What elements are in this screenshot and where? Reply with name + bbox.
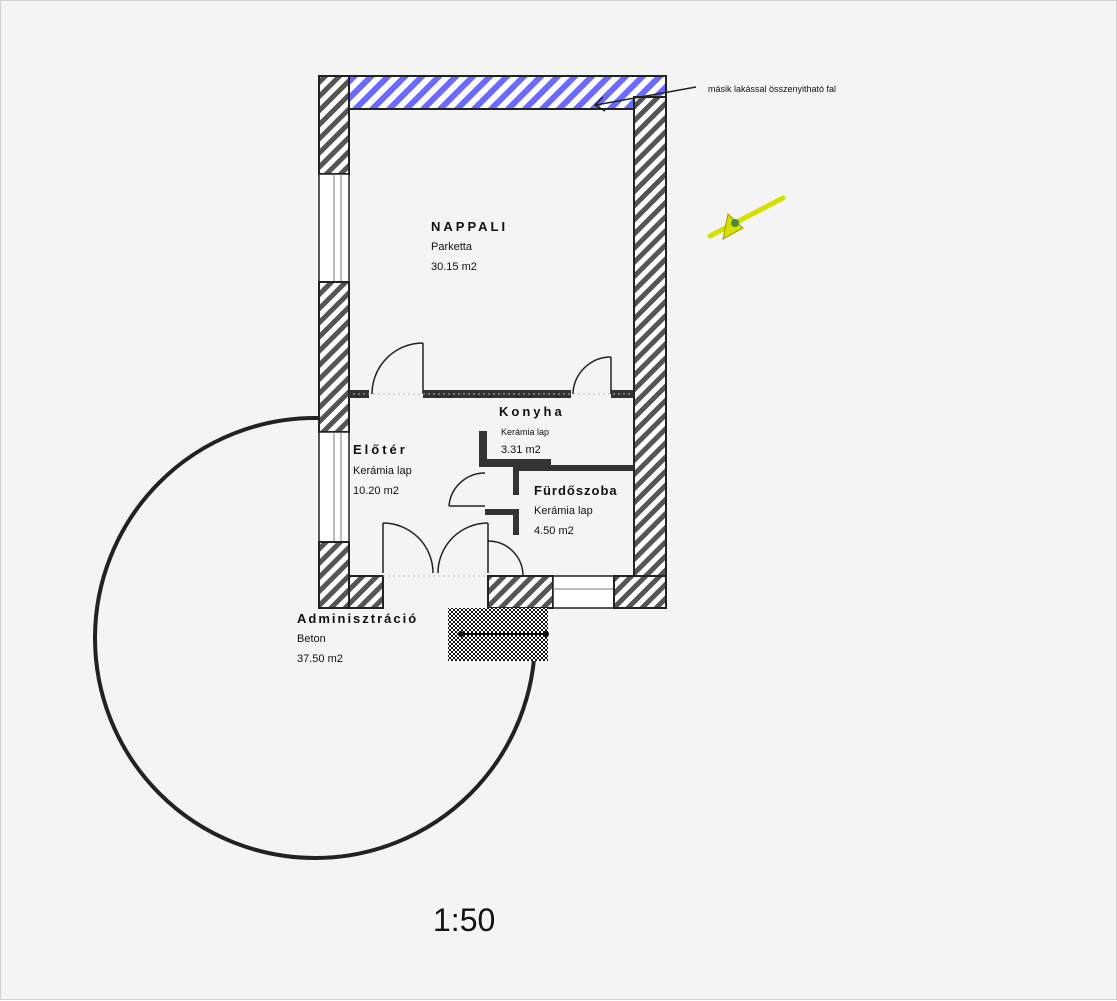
room-eloter: Előtér Kerámia lap 10.20 m2 xyxy=(353,442,412,497)
connectable-partition-wall xyxy=(318,75,667,110)
room-nappali: NAPPALI Parketta 30.15 m2 xyxy=(431,219,508,273)
door-entrance-double xyxy=(382,522,489,574)
room-area: 3.31 m2 xyxy=(501,444,541,456)
bottom-wall-right xyxy=(613,575,667,609)
door-bathroom xyxy=(448,472,486,507)
room-name: Fürdőszoba xyxy=(534,483,618,498)
left-wall-mid xyxy=(318,281,350,433)
annotation-arrow xyxy=(593,86,697,112)
room-floor: Parketta xyxy=(431,241,473,253)
bottom-wall-middle xyxy=(487,575,554,609)
room-name: NAPPALI xyxy=(431,219,508,234)
scale-label: 1:50 xyxy=(433,902,495,938)
room-floor: Kerámia lap xyxy=(501,427,549,437)
room-area: 30.15 m2 xyxy=(431,261,477,273)
room-furdoszoba: Fürdőszoba Kerámia lap 4.50 m2 xyxy=(534,483,618,537)
left-wall-bottom xyxy=(318,541,350,609)
door-bottom-right xyxy=(487,540,553,577)
door-nappali-right xyxy=(572,356,612,395)
annotation-text: másik lakással összenyitható fal xyxy=(708,84,836,94)
room-area: 10.20 m2 xyxy=(353,485,399,497)
room-area: 37.50 m2 xyxy=(297,653,343,665)
room-floor: Beton xyxy=(297,633,326,645)
room-area: 4.50 m2 xyxy=(534,525,574,537)
left-wall-top xyxy=(318,75,350,175)
room-name: Előtér xyxy=(353,442,408,457)
bottom-wall-left xyxy=(348,575,384,609)
bathroom-wall xyxy=(513,465,634,471)
room-adminisztracio: Adminisztráció Beton 37.50 m2 xyxy=(297,611,418,665)
room-konyha: Konyha Kerámia lap 3.31 m2 xyxy=(499,404,565,456)
room-floor: Kerámia lap xyxy=(353,465,412,477)
konyha-wall xyxy=(479,431,487,467)
door-nappali-left xyxy=(371,342,424,395)
room-name: Konyha xyxy=(499,404,565,419)
room-floor: Kerámia lap xyxy=(534,505,593,517)
right-wall xyxy=(633,96,667,609)
north-arrow-icon xyxy=(707,195,786,240)
bottom-window xyxy=(552,575,615,609)
room-name: Adminisztráció xyxy=(297,611,418,626)
